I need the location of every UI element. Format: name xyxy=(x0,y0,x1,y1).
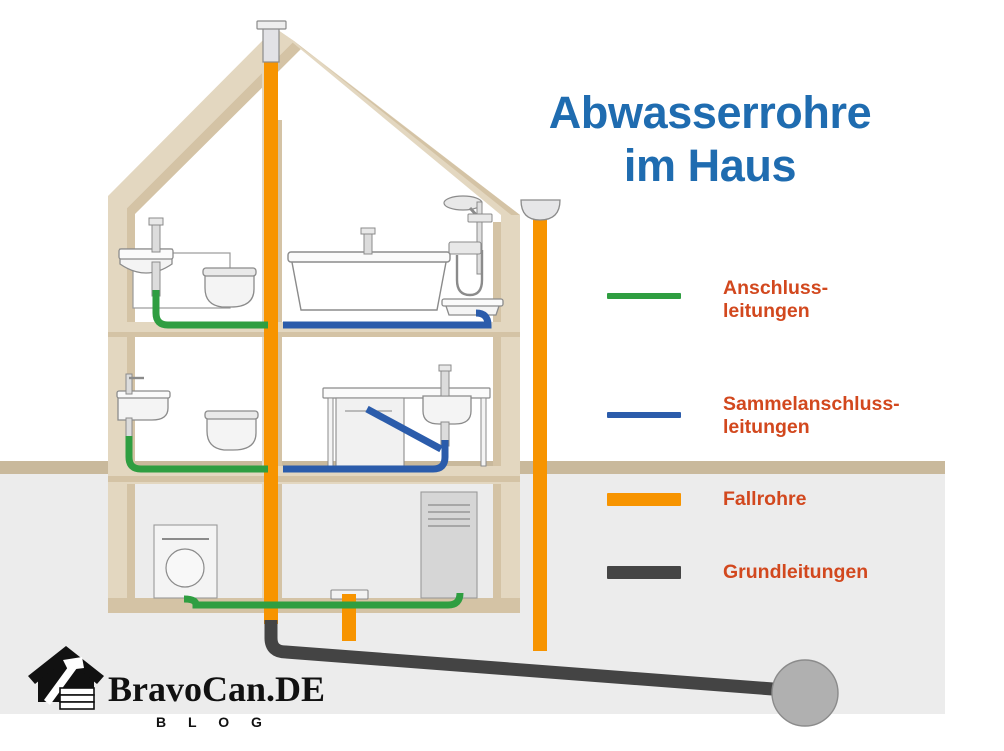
roof-right-inner xyxy=(294,41,520,222)
legend-label-sammelanschlussleitungen: Sammelanschluss- leitungen xyxy=(723,393,900,438)
logo-bricks-icon xyxy=(59,687,95,710)
interior-partition-shade xyxy=(276,120,282,613)
sammelanschlussleitungen-pipes xyxy=(283,309,492,473)
washbasin-middle-rim xyxy=(116,390,171,399)
legend-swatch-sammelanschlussleitungen xyxy=(607,412,681,418)
kitchen-sink-tap-head xyxy=(438,364,452,372)
washbasin-attic-bowl-rim xyxy=(118,248,174,260)
floor-drain-riser-pipe xyxy=(342,594,356,641)
middle-floor-fixtures xyxy=(116,364,491,467)
inspection-shaft xyxy=(771,659,839,727)
title-line-1: Abwasserrohre xyxy=(548,87,872,138)
bathtub-body xyxy=(290,256,448,311)
legend-item-fallrohre[interactable]: Fallrohre xyxy=(607,488,806,510)
rain-downpipe xyxy=(533,211,547,651)
green-pipe-middle xyxy=(125,436,268,473)
washbasin-middle-bowl xyxy=(117,393,169,421)
shower-tray-rim xyxy=(441,298,504,307)
rain-hopper-icon xyxy=(520,199,561,221)
roof-left xyxy=(108,28,294,208)
stack-branch-lower xyxy=(264,436,278,466)
toilet-middle-bowl xyxy=(206,413,257,451)
bathtub-tap xyxy=(363,231,373,255)
blue-pipe-middle-sink xyxy=(283,440,449,473)
shower-rail xyxy=(476,201,483,275)
title-line-2: im Haus xyxy=(623,140,797,192)
kitchen-counter-leg-left xyxy=(327,397,334,467)
kitchen-counter-leg-right xyxy=(480,397,487,467)
logo-brand-text: BravoCan.DE xyxy=(108,669,326,709)
shower-head-icon xyxy=(443,195,483,211)
site-logo[interactable]: BravoCan.DE B L O G xyxy=(22,662,326,748)
shower-hose xyxy=(455,250,484,297)
kitchen-sink-tap xyxy=(440,368,450,397)
floor-slab-upper-shade xyxy=(108,332,520,337)
legend-swatch-grundleitungen xyxy=(607,566,681,579)
shower-mixer xyxy=(448,241,482,255)
logo-hammer-head-icon xyxy=(63,657,84,670)
stack-branch-upper xyxy=(264,292,278,322)
page-title: Abwasserrohre im Haus xyxy=(500,86,920,192)
boiler xyxy=(420,491,478,599)
basement-fixtures xyxy=(153,491,478,600)
legend-label-fallrohre: Fallrohre xyxy=(723,488,807,510)
wall-right-inner xyxy=(493,222,501,613)
legend-label-grundleitungen: Grundleitungen xyxy=(723,561,869,583)
ground-drain-pipe xyxy=(264,620,787,697)
main-stack-pipe xyxy=(264,58,278,624)
logo-roof-eave-icon xyxy=(28,646,104,684)
legend-item-anschlussleitungen[interactable]: Anschluss- leitungen xyxy=(607,277,828,322)
anschlussleitungen-pipes xyxy=(125,290,464,609)
kitchen-sink-bowl xyxy=(422,395,472,425)
shower-slider xyxy=(467,213,493,223)
blue-pipe-middle-dishwasher xyxy=(365,405,443,453)
grundleitungen-pipes xyxy=(264,620,787,697)
roof-left-inner xyxy=(127,41,302,214)
logo-house-icon xyxy=(28,646,104,710)
roof-vent-pipe xyxy=(262,26,280,63)
toilet-attic-rim xyxy=(202,267,257,277)
boiler-grill-icon xyxy=(428,504,470,527)
logo-blog-text: B L O G xyxy=(156,714,271,730)
legend-label-anschlussleitungen: Anschluss- leitungen xyxy=(723,277,829,322)
green-pipe-attic xyxy=(152,290,268,329)
bathtub-tap-head xyxy=(360,227,376,235)
toilet-middle-rim xyxy=(204,410,259,420)
washbasin-attic-tap-head xyxy=(148,217,164,226)
wall-right xyxy=(501,215,520,613)
washing-machine-door-icon xyxy=(165,548,205,588)
attic-fixtures xyxy=(118,195,504,316)
washbasin-middle-tap xyxy=(125,373,133,395)
roof-vent-cap-icon xyxy=(256,20,287,30)
legend-swatch-fallrohre xyxy=(607,493,681,506)
legend-item-grundleitungen[interactable]: Grundleitungen xyxy=(607,561,868,583)
toilet-attic-bowl xyxy=(204,270,255,308)
legend-item-sammelanschlussleitungen[interactable]: Sammelanschluss- leitungen xyxy=(607,393,900,438)
legend-swatch-anschlussleitungen xyxy=(607,293,681,299)
floor-slab-lower-shade xyxy=(108,476,520,482)
washbasin-attic-tap xyxy=(151,221,161,253)
logo-hammer-icon xyxy=(44,663,77,705)
